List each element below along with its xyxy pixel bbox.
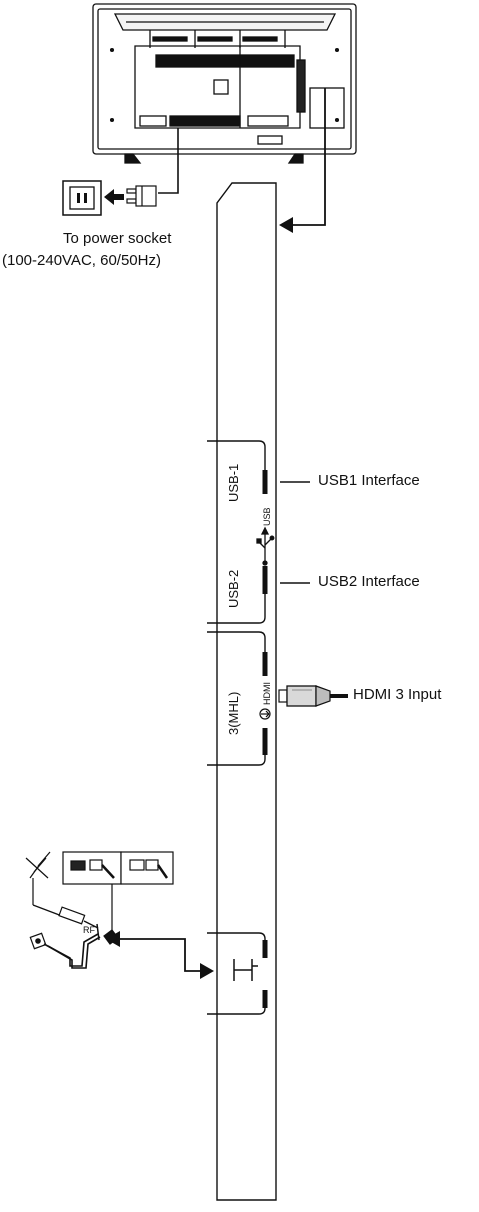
antenna-icon xyxy=(25,851,51,905)
rf-port-bracket xyxy=(207,932,268,1015)
plug-arrow xyxy=(104,189,124,205)
panel-link-line xyxy=(292,88,326,226)
hdmi3-port-tag: 3(MHL) xyxy=(226,692,241,735)
rf-port-symbol-icon xyxy=(233,959,258,981)
antenna-illustration xyxy=(25,851,174,969)
usb2-port-tag: USB-2 xyxy=(226,570,241,608)
usb2-interface-label: USB2 Interface xyxy=(318,573,420,590)
power-caption-line2: (100-240VAC, 60/50Hz) xyxy=(2,252,161,269)
coax-connector-icon xyxy=(89,859,169,879)
side-panel-outline xyxy=(216,182,277,1201)
power-outlet-icon xyxy=(62,180,102,216)
usb1-interface-label: USB1 Interface xyxy=(318,472,420,489)
usb1-port-tag: USB-1 xyxy=(226,464,241,502)
hdmi-cable-icon xyxy=(278,685,348,707)
panel-link-arrowhead xyxy=(279,217,293,233)
usb-symbol-icon xyxy=(256,526,275,566)
usb-port-bracket xyxy=(207,440,268,624)
power-plug-icon xyxy=(126,185,157,207)
rf-connection-arrow xyxy=(106,931,214,979)
usb-symbol-label: USB xyxy=(262,507,272,526)
hdmi3-input-label: HDMI 3 Input xyxy=(353,686,442,703)
tv-back-panel xyxy=(92,3,357,164)
power-caption-line1: To power socket xyxy=(63,230,172,247)
rf-label: RF xyxy=(83,925,95,935)
power-cord xyxy=(158,128,179,194)
hdmi-arc-symbol-icon xyxy=(259,708,271,720)
hdmi-symbol-label: HDMI xyxy=(262,682,272,705)
hdmi-port-bracket xyxy=(207,631,268,766)
